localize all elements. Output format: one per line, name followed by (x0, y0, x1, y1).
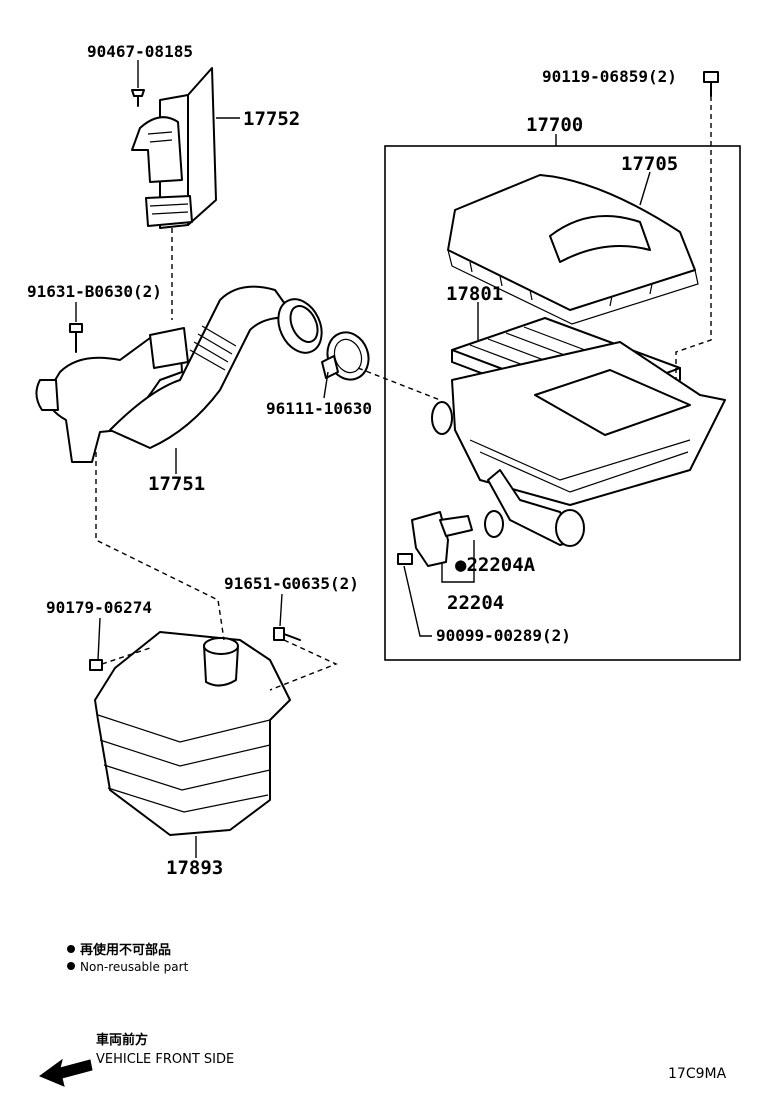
screw-90119 (703, 71, 719, 97)
label-90179: 90179-06274 (46, 598, 152, 617)
label-17893: 17893 (166, 857, 223, 879)
part-22204-sensor (397, 510, 504, 567)
nut-90179 (89, 659, 103, 671)
label-96111: 96111-10630 (266, 399, 372, 418)
part-air-cleaner-case (431, 341, 726, 547)
label-91631: 91631-B0630(2) (27, 282, 162, 301)
front-arrow-icon (38, 1058, 93, 1087)
label-17751: 17751 (148, 473, 205, 495)
label-90099: 90099-00289(2) (436, 626, 571, 645)
part-17752-duct (131, 67, 217, 229)
label-91651: 91651-G0635(2) (224, 574, 359, 593)
legend-jp: 再使用不可部品 (80, 942, 171, 958)
assembly-box-17700 (384, 145, 741, 661)
direction-jp: 車両前方 (96, 1032, 148, 1048)
leader-lines (75, 60, 651, 858)
part-17705-cover (447, 174, 699, 325)
label-17801: 17801 (446, 283, 503, 305)
legend-en: Non-reusable part (80, 960, 189, 974)
part-17751-hose (35, 285, 323, 463)
legend-bullet (67, 945, 75, 953)
legend-bullet-en (67, 962, 75, 970)
screw-90467 (131, 89, 145, 107)
label-17752: 17752 (243, 108, 300, 130)
figure-code: 17C9MA (668, 1066, 727, 1082)
label-90467: 90467-08185 (87, 42, 193, 61)
label-17705: 17705 (621, 153, 678, 175)
dashed-connectors (95, 96, 712, 691)
clamp-96111 (321, 331, 370, 381)
bolt-91631 (69, 323, 83, 353)
legend: 再使用不可部品 Non-reusable part (67, 942, 189, 974)
label-17700: 17700 (526, 114, 583, 136)
bolt-91651 (273, 627, 301, 641)
label-22204: 22204 (447, 592, 504, 614)
label-90119: 90119-06859(2) (542, 67, 677, 86)
vehicle-front-direction: 車両前方 VEHICLE FRONT SIDE (38, 1032, 234, 1087)
part-17893-resonator (94, 631, 291, 836)
direction-en: VEHICLE FRONT SIDE (96, 1052, 234, 1067)
label-22204A: ●22204A (455, 554, 536, 576)
